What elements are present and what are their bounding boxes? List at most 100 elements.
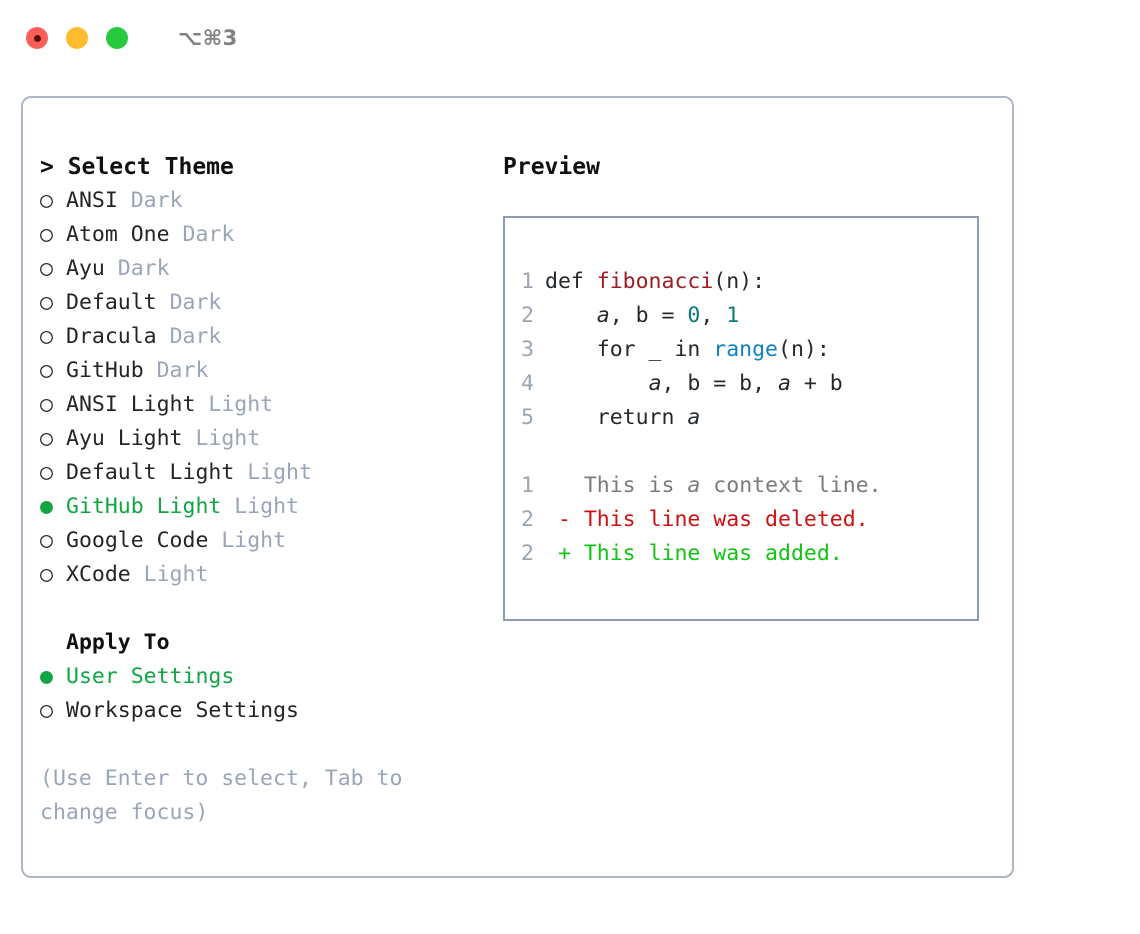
preview-header: Preview: [503, 154, 600, 180]
code-token-fn: fibonacci: [596, 269, 714, 294]
theme-picker-panel: > Select Theme ○ANSI Dark○Atom One Dark○…: [21, 96, 1014, 878]
line-number: 2: [521, 507, 534, 532]
code-diff-spacer: [521, 435, 977, 469]
line-number: 1: [521, 473, 534, 498]
code-token-var: a: [778, 371, 791, 396]
select-theme-header: > Select Theme: [40, 154, 234, 180]
radio-unselected-icon[interactable]: ○: [40, 290, 53, 315]
apply-to-option[interactable]: ○ Workspace Settings: [40, 694, 503, 728]
theme-list[interactable]: ○ANSI Dark○Atom One Dark○Ayu Dark○Defaul…: [40, 184, 503, 592]
radio-selected-icon[interactable]: ●: [40, 494, 53, 519]
theme-option-label: Ayu: [66, 256, 118, 281]
theme-option[interactable]: ○ XCode Light: [40, 558, 503, 592]
radio-unselected-icon[interactable]: ○: [40, 460, 53, 485]
theme-variant-badge: Dark: [169, 290, 222, 315]
code-line: 3 for _ in range(n):: [521, 333, 977, 367]
diff-text-part: This line was added.: [583, 541, 843, 566]
theme-variant-badge: Dark: [169, 324, 222, 349]
diff-line: 2 - This line was deleted.: [521, 503, 977, 537]
theme-option[interactable]: ○Default Light Light: [40, 456, 503, 490]
theme-variant-badge: Dark: [156, 358, 209, 383]
code-token-num: 0: [687, 303, 701, 328]
keyboard-hint-text: (Use Enter to select, Tab to change focu…: [40, 766, 403, 825]
code-token-plain: , b = b,: [661, 371, 779, 396]
theme-option-label: GitHub Light: [66, 494, 235, 519]
diff-text-part: context line.: [700, 473, 882, 498]
theme-option[interactable]: ○ Ayu Light Light: [40, 422, 503, 456]
code-token-bi: range: [713, 337, 779, 362]
radio-unselected-icon[interactable]: ○: [40, 188, 53, 213]
code-line: 4 a, b = b, a + b: [521, 367, 977, 401]
code-token-plain: [545, 371, 649, 396]
radio-unselected-icon[interactable]: ○: [40, 324, 53, 349]
theme-list-column: > Select Theme ○ANSI Dark○Atom One Dark○…: [23, 98, 503, 876]
code-token-plain: def: [545, 269, 597, 294]
theme-option[interactable]: ● GitHub Light Light: [40, 490, 503, 524]
code-token-plain: , b =: [609, 303, 688, 328]
theme-option-label: Default Light: [66, 460, 248, 485]
theme-option-label: XCode: [66, 562, 144, 587]
line-number: 4: [521, 371, 534, 396]
theme-option[interactable]: ○ ANSI Dark: [40, 184, 503, 218]
diff-text-ctx: This is a context line.: [545, 473, 882, 498]
radio-unselected-icon[interactable]: ○: [40, 698, 53, 723]
theme-variant-badge: Light: [208, 392, 274, 417]
window-titlebar: ⌥⌘3: [0, 0, 1140, 76]
theme-variant-badge: Dark: [130, 188, 183, 213]
theme-variant-badge: Light: [234, 494, 300, 519]
line-number: 1: [521, 269, 534, 294]
close-button[interactable]: [26, 27, 48, 49]
theme-variant-badge: Light: [195, 426, 261, 451]
minimize-button[interactable]: [66, 27, 88, 49]
radio-unselected-icon[interactable]: ○: [40, 256, 53, 281]
line-number: 2: [521, 303, 534, 328]
theme-option[interactable]: ○ Ayu Dark: [40, 252, 503, 286]
theme-option[interactable]: ○ GitHub Dark: [40, 354, 503, 388]
theme-option-label: ANSI: [66, 188, 131, 213]
theme-variant-badge: Dark: [117, 256, 170, 281]
radio-unselected-icon[interactable]: ○: [40, 222, 53, 247]
theme-variant-badge: Dark: [182, 222, 235, 247]
theme-option[interactable]: ○Google Code Light: [40, 524, 503, 558]
line-number: 2: [521, 541, 534, 566]
apply-to-list[interactable]: ● User Settings ○ Workspace Settings: [40, 660, 503, 728]
code-token-plain: return: [545, 405, 688, 430]
theme-option-label: Default: [66, 290, 170, 315]
line-number: 3: [521, 337, 534, 362]
diff-text-del: - This line was deleted.: [545, 507, 869, 532]
code-token-num: 1: [726, 303, 740, 328]
theme-option-label: GitHub: [66, 358, 157, 383]
diff-line: 1 This is a context line.: [521, 469, 977, 503]
radio-unselected-icon[interactable]: ○: [40, 562, 53, 587]
radio-unselected-icon[interactable]: ○: [40, 528, 53, 553]
theme-option[interactable]: ○Atom One Dark: [40, 218, 503, 252]
theme-option[interactable]: ○ANSI Light Light: [40, 388, 503, 422]
diff-marker: [545, 473, 584, 498]
apply-to-option[interactable]: ● User Settings: [40, 660, 503, 694]
theme-variant-badge: Light: [143, 562, 209, 587]
code-token-plain: (n):: [713, 269, 766, 294]
code-line: 5 return a: [521, 401, 977, 435]
diff-line: 2 + This line was added.: [521, 537, 977, 571]
radio-unselected-icon[interactable]: ○: [40, 392, 53, 417]
maximize-button[interactable]: [106, 27, 128, 49]
apply-to-label: Workspace Settings: [66, 698, 299, 723]
theme-option[interactable]: ○Dracula Dark: [40, 320, 503, 354]
line-number: 5: [521, 405, 534, 430]
diff-text-part: This is: [583, 473, 688, 498]
diff-text-add: + This line was added.: [545, 541, 843, 566]
theme-variant-badge: Light: [221, 528, 287, 553]
theme-option[interactable]: ○ Default Dark: [40, 286, 503, 320]
radio-unselected-icon[interactable]: ○: [40, 426, 53, 451]
theme-option-label: Ayu Light: [66, 426, 196, 451]
code-token-plain: (n):: [778, 337, 830, 362]
apply-to-header: Apply To: [66, 630, 170, 655]
radio-unselected-icon[interactable]: ○: [40, 358, 53, 383]
radio-selected-icon[interactable]: ●: [40, 664, 53, 689]
code-line: 1 def fibonacci(n):: [521, 265, 977, 299]
code-token-plain: ,: [700, 303, 727, 328]
apply-to-label: User Settings: [66, 664, 235, 689]
